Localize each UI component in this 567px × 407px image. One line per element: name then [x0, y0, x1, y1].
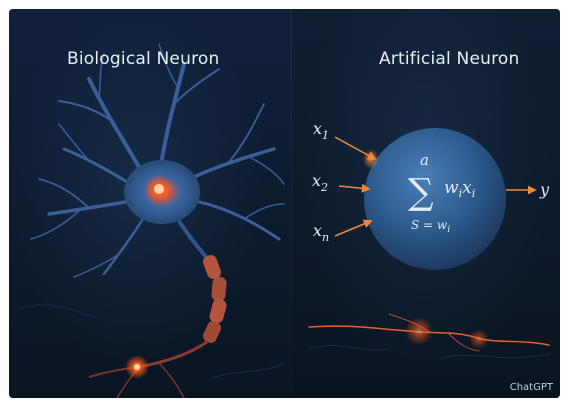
- axon-terminal: [134, 364, 140, 370]
- biological-neuron-title: Biological Neuron: [67, 49, 219, 69]
- output-y: y: [539, 180, 550, 199]
- nucleus: [154, 184, 164, 194]
- illustration-frame: x1 x2 xn a ∑ wixi S = wi y Biological Ne…: [9, 9, 560, 398]
- watermark: ChatGPT: [510, 382, 553, 393]
- input-x1: x1: [313, 119, 329, 142]
- artificial-neuron-title: Artificial Neuron: [379, 49, 519, 69]
- artificial-neuron-sphere: [364, 128, 506, 270]
- input-x2: x2: [312, 171, 328, 194]
- signal-glow-1: [405, 317, 433, 345]
- input-glow: [363, 149, 379, 169]
- input-arrow-3: [335, 221, 371, 236]
- input-arrow-2: [339, 186, 369, 189]
- signal-glow-2: [469, 329, 489, 349]
- sum-upper-limit: a: [420, 151, 429, 169]
- input-arrow-1: [335, 137, 375, 159]
- input-xn: xn: [313, 221, 329, 244]
- axon: [89, 221, 228, 398]
- sum-symbol: ∑: [408, 172, 434, 213]
